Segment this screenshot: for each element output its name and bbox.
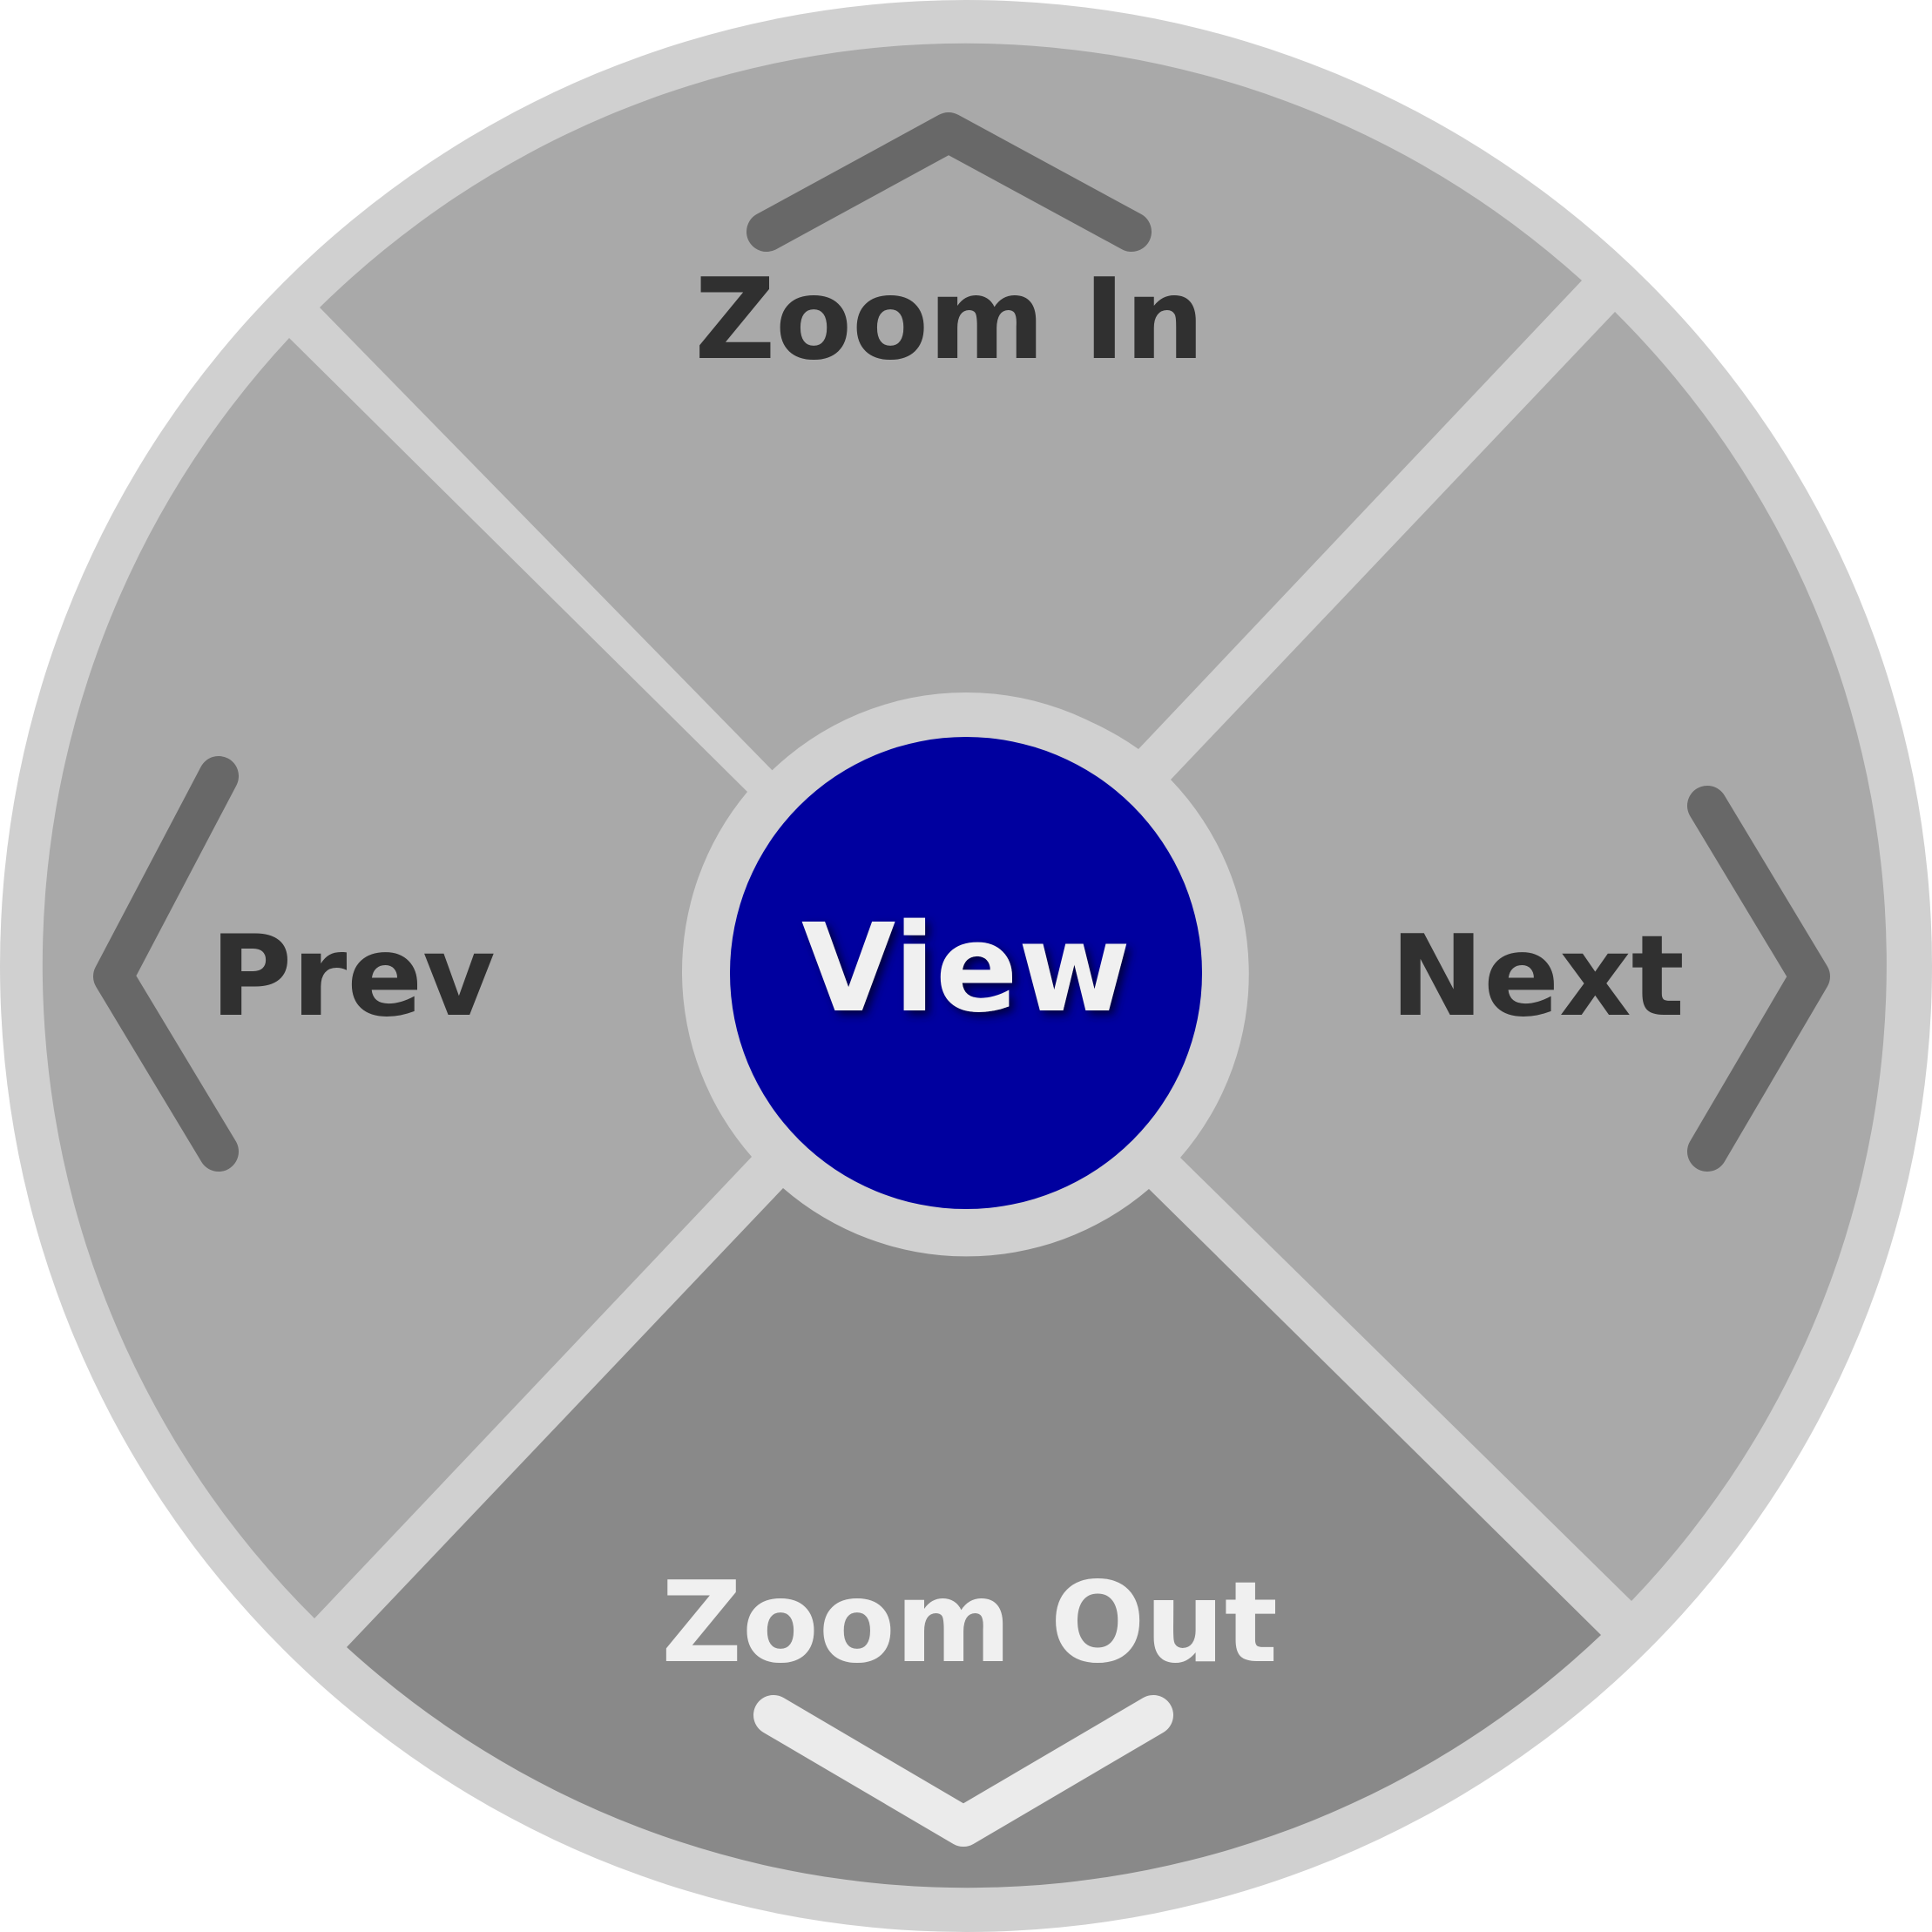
zoom-in-label: Zoom In <box>694 255 1204 385</box>
zoom-out-label: Zoom Out <box>661 1558 1278 1688</box>
chevron-right-icon <box>1687 786 1830 1172</box>
next-label: Next <box>1390 912 1685 1042</box>
next-button[interactable]: Next <box>1171 312 1887 1601</box>
view-label: View <box>801 898 1131 1040</box>
prev-sector[interactable] <box>42 338 753 1618</box>
prev-button[interactable]: Prev <box>42 338 753 1618</box>
view-button[interactable]: View <box>686 692 1246 1253</box>
chevron-down-icon <box>753 1695 1173 1847</box>
zoom-out-sector[interactable] <box>347 1188 1601 1888</box>
zoom-in-button[interactable]: Zoom In <box>320 43 1582 779</box>
next-sector[interactable] <box>1171 312 1887 1601</box>
zoom-in-sector[interactable] <box>320 43 1582 779</box>
prev-label: Prev <box>210 912 495 1042</box>
chevron-left-icon <box>93 756 239 1172</box>
zoom-out-button[interactable]: Zoom Out <box>347 1188 1601 1888</box>
chevron-up-icon <box>746 112 1152 252</box>
view-button-face[interactable] <box>730 737 1202 1209</box>
